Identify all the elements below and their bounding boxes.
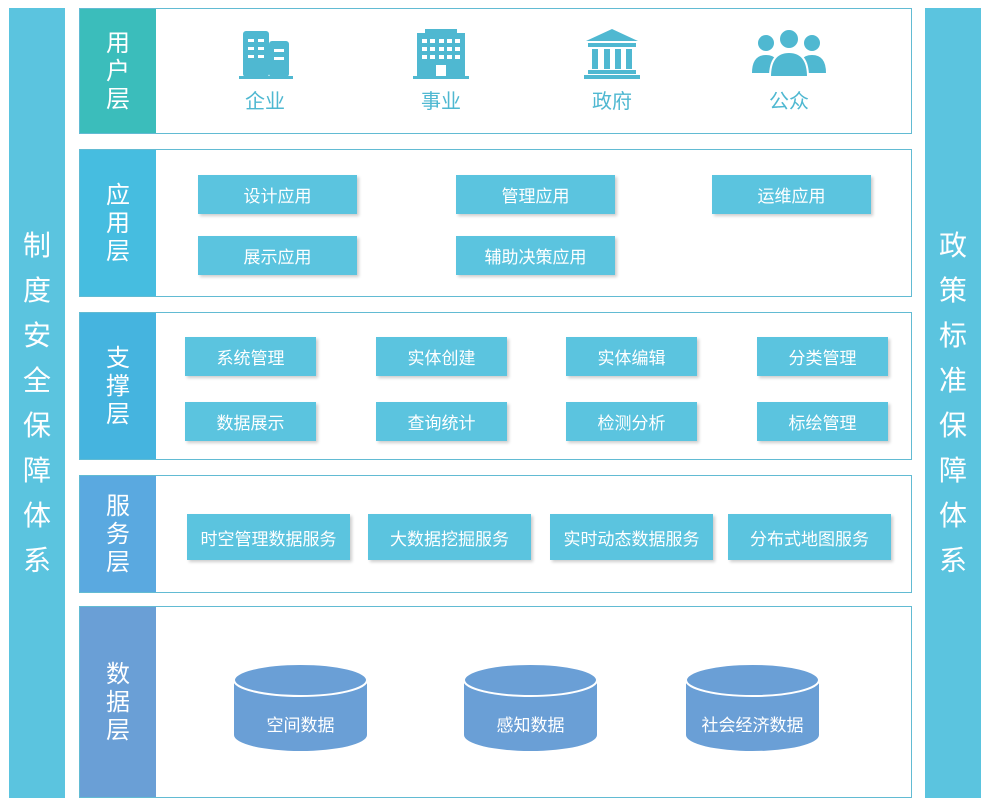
- left-pillar-char: 安: [22, 319, 51, 352]
- layer-label-char: 用: [106, 29, 130, 57]
- database-cylinder-socioeconomic: 社会经济数据: [685, 663, 820, 753]
- data-layer-label: 数 据 层: [80, 607, 156, 797]
- user-item-label: 事业: [421, 89, 461, 113]
- user-item-public: 公众: [734, 27, 844, 114]
- government-building-icon: [584, 29, 640, 79]
- right-pillar-char: 标: [938, 319, 967, 352]
- layer-label-char: 服: [106, 492, 130, 520]
- database-icon: [233, 663, 368, 751]
- left-pillar-char: 障: [22, 454, 51, 487]
- layer-label-char: 应: [106, 181, 130, 209]
- layer-label-char: 层: [106, 716, 130, 744]
- layer-label-char: 层: [106, 548, 130, 576]
- office-building-icon: [239, 31, 293, 79]
- layer-label-char: 支: [106, 344, 130, 372]
- layer-label-char: 层: [106, 400, 130, 428]
- service-layer-label: 服 务 层: [80, 476, 156, 592]
- institution-building-icon: [413, 29, 469, 79]
- right-pillar-char: 保: [938, 409, 967, 442]
- layer-label-char: 务: [106, 520, 130, 548]
- data-layer: 数 据 层 空间数据 感知数据 社会经济数据: [79, 606, 912, 798]
- left-pillar-char: 体: [22, 499, 51, 532]
- service-box-spatiotemporal: 时空管理数据服务: [187, 514, 350, 560]
- database-icon: [463, 663, 598, 751]
- support-layer-label: 支 撑 层: [80, 313, 156, 459]
- app-box-display: 展示应用: [198, 236, 357, 275]
- database-cylinder-spatial: 空间数据: [233, 663, 368, 753]
- left-pillar-char: 系: [22, 544, 51, 577]
- right-pillar-char: 体: [938, 499, 967, 532]
- user-layer-label: 用 户 层: [80, 9, 156, 133]
- left-pillar-char: 度: [22, 274, 51, 307]
- database-icon: [685, 663, 820, 751]
- support-box-classification: 分类管理: [757, 337, 888, 376]
- right-pillar-char: 系: [938, 544, 967, 577]
- user-item-label: 政府: [592, 89, 632, 113]
- support-box-entity-creation: 实体创建: [376, 337, 507, 376]
- database-cylinder-sensing: 感知数据: [463, 663, 598, 753]
- right-pillar-char: 准: [938, 364, 967, 397]
- app-box-design: 设计应用: [198, 175, 357, 214]
- people-group-icon: [752, 28, 826, 78]
- database-label: 社会经济数据: [701, 716, 804, 736]
- app-box-decision-support: 辅助决策应用: [456, 236, 615, 275]
- application-layer-label: 应 用 层: [80, 150, 156, 296]
- support-layer: 支 撑 层 系统管理 实体创建 实体编辑 分类管理 数据展示 查询统计 检测分析…: [79, 312, 912, 460]
- left-pillar-char: 保: [22, 409, 51, 442]
- service-box-distributed-map: 分布式地图服务: [728, 514, 891, 560]
- service-box-big-data-mining: 大数据挖掘服务: [368, 514, 531, 560]
- layer-label-char: 层: [106, 237, 130, 265]
- service-box-realtime-data: 实时动态数据服务: [550, 514, 713, 560]
- left-pillar-institutional-security: 制 度 安 全 保 障 体 系: [9, 8, 65, 798]
- left-pillar-char: 制: [22, 229, 51, 262]
- service-layer: 服 务 层 时空管理数据服务 大数据挖掘服务 实时动态数据服务 分布式地图服务: [79, 475, 912, 593]
- right-pillar-policy-standards: 政 策 标 准 保 障 体 系: [925, 8, 981, 798]
- app-box-operations: 运维应用: [712, 175, 871, 214]
- application-layer: 应 用 层 设计应用 管理应用 运维应用 展示应用 辅助决策应用: [79, 149, 912, 297]
- right-pillar-char: 策: [938, 274, 967, 307]
- layer-label-char: 户: [106, 57, 130, 85]
- layer-label-char: 层: [106, 85, 130, 113]
- left-pillar-char: 全: [22, 364, 51, 397]
- user-item-government: 政府: [557, 27, 667, 114]
- user-layer: 用 户 层 企业: [79, 8, 912, 134]
- app-box-management: 管理应用: [456, 175, 615, 214]
- user-item-label: 企业: [245, 89, 285, 113]
- support-box-data-display: 数据展示: [185, 402, 316, 441]
- layer-label-char: 数: [106, 660, 130, 688]
- support-box-plotting: 标绘管理: [757, 402, 888, 441]
- layer-label-char: 撑: [106, 372, 130, 400]
- support-box-system-management: 系统管理: [185, 337, 316, 376]
- layer-label-char: 用: [106, 209, 130, 237]
- user-item-enterprise: 企业: [210, 27, 320, 114]
- support-box-entity-editing: 实体编辑: [566, 337, 697, 376]
- support-box-detection-analysis: 检测分析: [566, 402, 697, 441]
- database-label: 空间数据: [266, 716, 335, 736]
- right-pillar-char: 政: [938, 229, 967, 262]
- right-pillar-char: 障: [938, 454, 967, 487]
- support-box-query-statistics: 查询统计: [376, 402, 507, 441]
- database-label: 感知数据: [496, 716, 565, 736]
- layer-label-char: 据: [106, 688, 130, 716]
- user-item-institution: 事业: [386, 27, 496, 114]
- user-item-label: 公众: [769, 89, 809, 113]
